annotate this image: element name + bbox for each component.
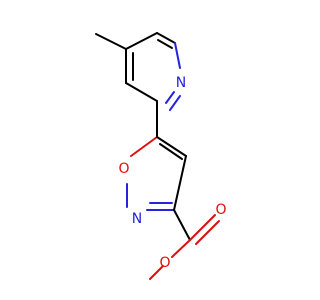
- bond-c6-c5: [125, 82, 158, 102]
- bond-c5-c4i-double: [159, 143, 183, 160]
- bond-ester-o-methyl: [149, 265, 164, 280]
- bond-c3i-carbonyl: [173, 209, 191, 241]
- atom-label-isoxazole-n: N: [132, 211, 142, 227]
- atom-label-ester-o: O: [159, 255, 170, 271]
- bond-n1-c6: [169, 95, 181, 111]
- bond-carbonyl-o-double-b: [195, 220, 220, 245]
- atom-label-isoxazole-o: O: [118, 161, 129, 177]
- bond-carbonyl-o-double-a: [189, 214, 216, 241]
- bond-methyl-c4: [95, 33, 127, 50]
- bond-c4-c3: [125, 32, 158, 50]
- atom-label-carbonyl-o: O: [215, 202, 226, 218]
- bond-c3-c2: [156, 32, 176, 44]
- molecule-diagram: N O N O O: [0, 0, 300, 300]
- bond-c3-c2-double: [157, 39, 173, 49]
- atom-label-pyridine-n: N: [176, 75, 186, 91]
- background: [0, 0, 300, 300]
- bond-n1-c6-double: [165, 91, 175, 104]
- bond-c3i-c4i: [173, 155, 187, 211]
- bond-c5-c4i: [156, 136, 187, 157]
- bond-c5-o1: [130, 136, 158, 157]
- bond-c2-n1: [174, 42, 181, 69]
- bond-carbonyl-ester-o: [171, 239, 191, 258]
